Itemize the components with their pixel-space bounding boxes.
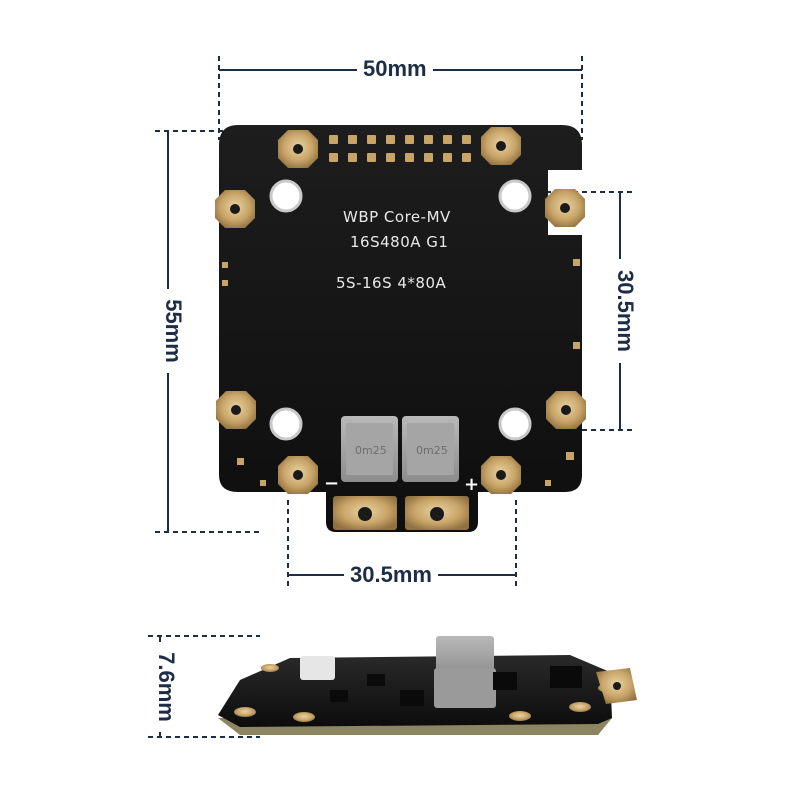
pcb-side-view: [218, 636, 637, 735]
silkscreen-line-2: 16S480A G1: [350, 233, 449, 251]
minus-sign: −: [324, 473, 340, 494]
silkscreen-line-1: WBP Core-MV: [343, 208, 451, 226]
plus-sign: +: [464, 474, 480, 495]
height-dimension-label: 55mm: [160, 289, 186, 373]
pcb-top-view: [215, 125, 586, 532]
mount-horizontal-dimension-label: 30.5mm: [344, 562, 438, 588]
thickness-dimension-label: 7.6mm: [153, 642, 179, 732]
width-dimension-label: 50mm: [357, 56, 433, 82]
inductor-right-label: 0m25: [416, 444, 448, 457]
silkscreen-line-3: 5S-16S 4*80A: [336, 274, 447, 292]
inductor-left-label: 0m25: [355, 444, 387, 457]
mount-vertical-dimension-label: 30.5mm: [612, 259, 638, 363]
